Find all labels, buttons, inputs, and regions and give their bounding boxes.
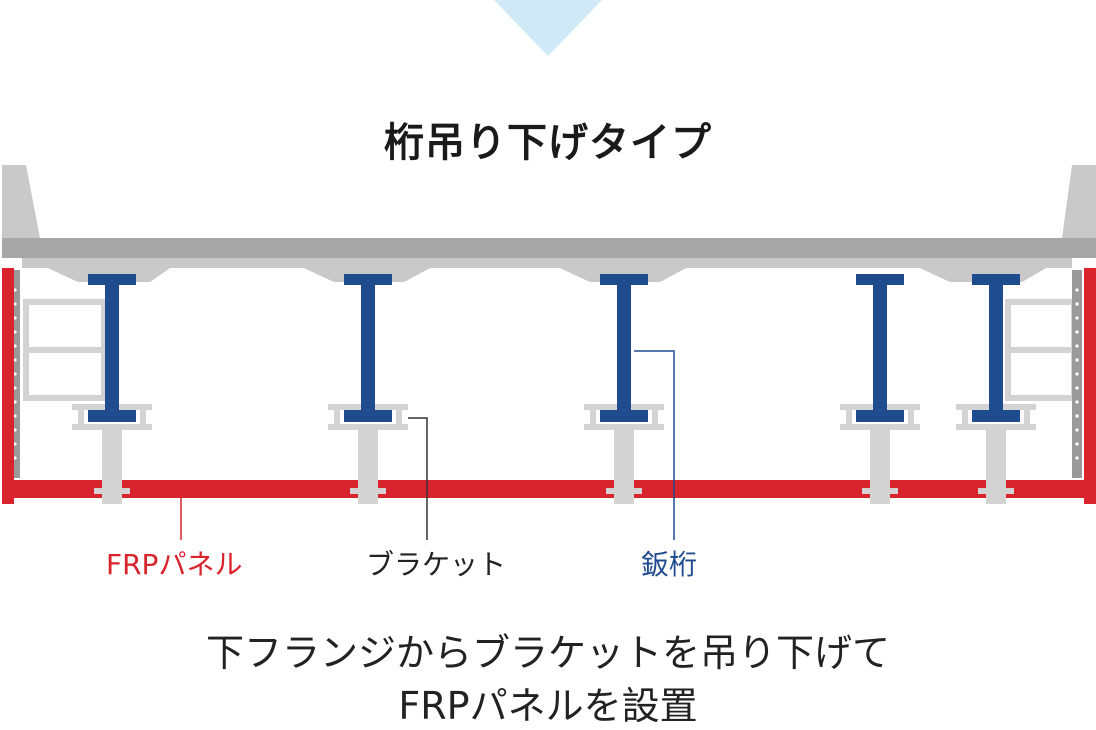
bracket-clamp-side xyxy=(652,404,658,430)
right-post-holes xyxy=(1075,288,1079,460)
girder-leader-line xyxy=(634,350,675,540)
caption-line-2: FRPパネルを設置 xyxy=(398,684,698,728)
girder-top-flange xyxy=(88,274,136,285)
girder-top-flange xyxy=(344,274,392,285)
bracket-clamp-side xyxy=(962,404,968,430)
bracket-clamp-bottom xyxy=(840,424,920,430)
deck-slab-underside xyxy=(2,238,1096,258)
bracket-foot xyxy=(978,488,1014,494)
bracket-hanger xyxy=(870,430,890,480)
girder-web xyxy=(873,285,887,410)
girder-top-flange xyxy=(856,274,904,285)
girder-web xyxy=(989,285,1003,410)
bracket-hanger xyxy=(614,430,634,480)
girder-web xyxy=(617,285,631,410)
bracket-leader-line xyxy=(408,417,428,540)
girder-bottom-flange xyxy=(600,410,648,422)
girder-bottom-flange xyxy=(344,410,392,422)
bracket-clamp-side xyxy=(334,404,340,430)
bracket-clamp-bottom xyxy=(956,424,1036,430)
girder-web xyxy=(361,285,375,410)
bracket-clamp-bottom xyxy=(328,424,408,430)
bracket-foot xyxy=(94,488,130,494)
bracket-clamp-side xyxy=(396,404,402,430)
girder-top-flange xyxy=(972,274,1020,285)
bracket-clamp-side xyxy=(1024,404,1030,430)
bracket-stems-group xyxy=(94,480,1014,504)
bracket-hanger xyxy=(102,430,122,480)
bracket-foot xyxy=(350,488,386,494)
diagram-title: 桁吊り下げタイプ xyxy=(384,120,712,166)
deck-haunches xyxy=(22,258,1072,282)
right-side-frame xyxy=(1005,299,1077,401)
bracket-clamp-side xyxy=(140,404,146,430)
down-arrow-icon xyxy=(494,0,602,56)
left-side-frame xyxy=(23,299,107,401)
girders-group xyxy=(88,274,1020,422)
girder-top-flange xyxy=(600,274,648,285)
bracket-foot xyxy=(606,488,642,494)
bracket-clamp-side xyxy=(590,404,596,430)
bracket-clamp-bottom xyxy=(584,424,664,430)
bracket-foot xyxy=(862,488,898,494)
bracket-hanger xyxy=(358,430,378,480)
bracket-hanger xyxy=(986,430,1006,480)
girder-label: 鈑桁 xyxy=(641,548,698,581)
caption-line-1: 下フランジからブラケットを吊り下げて xyxy=(205,631,890,675)
bracket-clamp-side xyxy=(846,404,852,430)
bracket-clamp-bottom xyxy=(72,424,152,430)
frp-panel-label: FRPパネル xyxy=(106,548,243,581)
bracket-clamp-side xyxy=(78,404,84,430)
bracket-label: ブラケット xyxy=(366,548,507,581)
girder-bottom-flange xyxy=(856,410,904,422)
girder-bottom-flange xyxy=(972,410,1020,422)
frp-panel xyxy=(2,268,1096,504)
girder-web xyxy=(105,285,119,410)
left-post-holes xyxy=(13,288,17,460)
bracket-clamp-side xyxy=(908,404,914,430)
girder-bottom-flange xyxy=(88,410,136,422)
